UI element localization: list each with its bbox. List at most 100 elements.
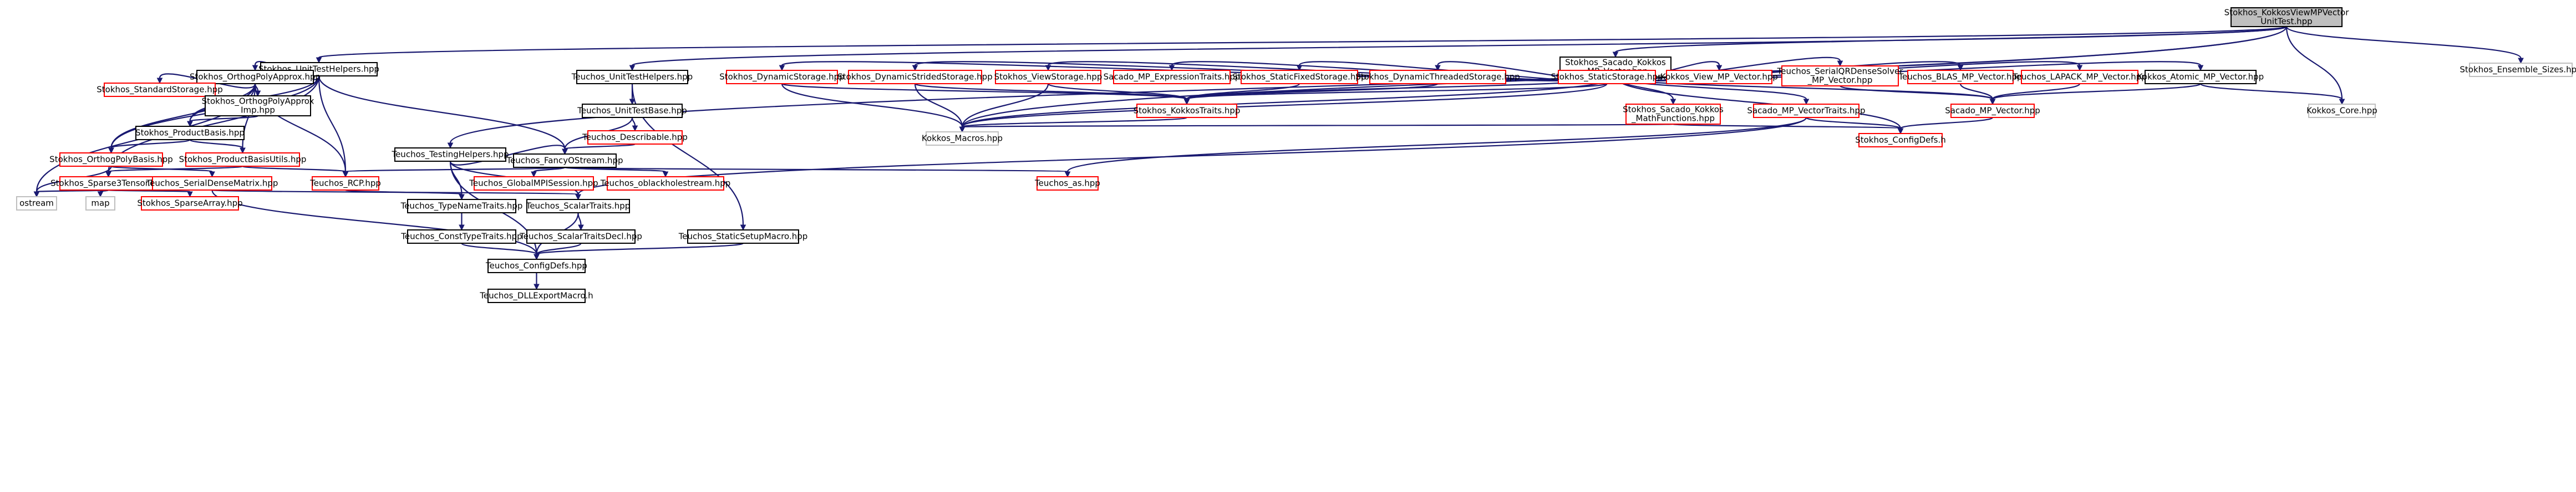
node-label: ostream	[19, 198, 54, 208]
node-box	[152, 176, 272, 191]
node-box	[407, 199, 516, 213]
node-testing_helpers[interactable]: Teuchos_TestingHelpers.hpp	[391, 147, 509, 162]
edge-arrowhead	[1296, 65, 1303, 71]
node-product_basis_utils[interactable]: Stokhos_ProductBasisUtils.hpp	[179, 152, 307, 167]
node-mp_expr[interactable]: Sacado_MP_ExpressionTraits.hpp	[1104, 70, 1241, 84]
node-teuchos_configdefs[interactable]: Teuchos_ConfigDefs.hpp	[485, 259, 587, 273]
node-label: Teuchos_Describable.hpp	[582, 132, 688, 143]
node-sparse_array[interactable]: Stokhos_SparseArray.hpp	[137, 196, 243, 211]
node-label: Imp.hpp	[241, 105, 275, 115]
edge-orthog_approx_imp-to-product_basis	[187, 115, 259, 127]
edge-line	[914, 83, 963, 127]
node-label: Teuchos_DLLExportMacro.h	[479, 291, 593, 301]
node-box	[312, 176, 379, 191]
edge-arrowhead	[1716, 65, 1723, 71]
node-serial_qr[interactable]: Teuchos_SerialQRDenseSolver_MP_Vector.hp…	[1777, 65, 1904, 86]
edge-root-to-sacado_kokkos_mp	[1612, 25, 2288, 58]
node-box	[1781, 65, 1899, 86]
node-dyn_storage[interactable]: Stokhos_DynamicStorage.hpp	[719, 70, 845, 84]
node-box	[582, 104, 683, 118]
node-box	[687, 229, 799, 244]
node-kokkos_traits[interactable]: Stokhos_KokkosTraits.hpp	[1134, 104, 1241, 118]
node-kokkos_view_mp[interactable]: Kokkos_View_MP_Vector.hpp	[1660, 70, 1778, 84]
node-blas_mp[interactable]: Teuchos_BLAS_MP_Vector.hpp	[1898, 70, 2023, 84]
node-box	[2308, 104, 2376, 118]
node-box	[1625, 104, 1721, 125]
node-serial_dense[interactable]: Teuchos_SerialDenseMatrix.hpp	[146, 176, 278, 191]
node-view_storage[interactable]: Stokhos_ViewStorage.hpp	[994, 70, 1102, 84]
node-fancy_ostream[interactable]: Teuchos_FancyOStream.hpp	[506, 153, 623, 168]
node-kokkos_macros[interactable]: Kokkos_Macros.hpp	[922, 131, 1003, 146]
edge-atomic_mp-to-sacado_mp_vector	[1989, 83, 2202, 105]
node-label: Teuchos_UnitTestBase.hpp	[577, 106, 687, 116]
edge-arrowhead	[1064, 171, 1071, 178]
edge-arrowhead	[1897, 128, 1904, 135]
node-stokhos_configdefs[interactable]: Stokhos_ConfigDefs.h	[1855, 133, 1946, 147]
node-oblackhole[interactable]: Teuchos_oblackholestream.hpp	[600, 176, 731, 191]
edge-arrowhead	[779, 65, 785, 71]
node-lapack_mp[interactable]: Teuchos_LAPACK_MP_Vector.hpp	[2012, 70, 2147, 84]
node-box	[104, 83, 216, 97]
node-box	[185, 152, 300, 167]
node-ostream[interactable]: ostream	[16, 196, 57, 211]
node-label: Stokhos_KokkosViewMPVector	[2224, 8, 2350, 18]
edge-arrowhead	[459, 194, 465, 201]
node-teuchos_uth[interactable]: Teuchos_UnitTestHelpers.hpp	[571, 70, 693, 84]
edge-product_basis-to-product_basis_utils	[189, 139, 246, 154]
node-typename_traits[interactable]: Teuchos_TypeNameTraits.hpp	[400, 199, 523, 213]
edge-arrowhead	[575, 194, 581, 201]
node-dyn_threaded[interactable]: Stokhos_DynamicThreadedStorage.hpp	[1355, 70, 1520, 84]
node-label: Stokhos_KokkosTraits.hpp	[1134, 106, 1241, 116]
edge-line	[344, 189, 463, 196]
edge-arrowhead	[105, 171, 111, 178]
node-kokkos_core[interactable]: Kokkos_Core.hpp	[2306, 104, 2377, 118]
node-static_setup[interactable]: Teuchos_StaticSetupMacro.hpp	[678, 229, 808, 244]
node-sparse3[interactable]: Stokhos_Sparse3Tensor.hpp	[50, 176, 166, 191]
node-label: Teuchos_SerialDenseMatrix.hpp	[146, 178, 278, 189]
node-label: Stokhos_DynamicStorage.hpp	[719, 72, 844, 83]
edge-arrowhead	[1612, 52, 1619, 58]
edge-line	[961, 83, 1608, 127]
node-describable[interactable]: Teuchos_Describable.hpp	[582, 130, 688, 145]
node-static_fixed[interactable]: Stokhos_StaticFixedStorage.hpp	[1232, 70, 1366, 84]
node-scalar_traits[interactable]: Teuchos_ScalarTraits.hpp	[526, 199, 631, 213]
node-sacado_mp_vector[interactable]: Sacado_MP_Vector.hpp	[1945, 104, 2040, 118]
node-label: Sacado_MP_VectorTraits.hpp	[1747, 106, 1865, 116]
node-scalar_traits_decl[interactable]: Teuchos_ScalarTraitsDecl.hpp	[519, 229, 642, 244]
node-static_storage[interactable]: Stokhos_StaticStorage.hpp	[1551, 70, 1663, 84]
node-label: Stokhos_OrthogPolyApprox	[202, 96, 314, 107]
node-label: Sacado_MP_ExpressionTraits.hpp	[1104, 72, 1241, 83]
node-const_type_traits[interactable]: Teuchos_ConstTypeTraits.hpp	[400, 229, 522, 244]
node-box	[1037, 176, 1099, 191]
node-label: Stokhos_Sacado_Kokkos	[1623, 105, 1724, 115]
node-global_mpi[interactable]: Teuchos_GlobalMPISession.hpp	[469, 176, 598, 191]
node-unit_test_base[interactable]: Teuchos_UnitTestBase.hpp	[577, 104, 687, 118]
node-ensemble[interactable]: Stokhos_Ensemble_Sizes.hpp	[2460, 63, 2576, 77]
node-label: Teuchos_BLAS_MP_Vector.hpp	[1898, 72, 2022, 83]
node-label: Stokhos_StaticStorage.hpp	[1551, 72, 1663, 83]
edge-arrowhead	[531, 171, 537, 178]
node-dyn_strided[interactable]: Stokhos_DynamicStridedStorage.hpp	[837, 70, 993, 84]
node-box	[1950, 104, 2035, 118]
node-orthog_approx[interactable]: Stokhos_OrthogPolyApprox.hpp	[190, 70, 321, 84]
node-atomic_mp[interactable]: Kokkos_Atomic_MP_Vector.hpp	[2137, 70, 2264, 84]
edge-arrowhead	[632, 125, 638, 132]
node-sacado_mp_vt[interactable]: Sacado_MP_VectorTraits.hpp	[1747, 104, 1866, 118]
edge-arrowhead	[1989, 99, 1996, 105]
node-standard_storage[interactable]: Stokhos_StandardStorage.hpp	[96, 83, 223, 97]
edge-arrowhead	[959, 126, 966, 133]
node-dll_export[interactable]: Teuchos_DLLExportMacro.h	[479, 289, 593, 303]
node-rcp[interactable]: Teuchos_RCP.hpp	[309, 176, 381, 191]
node-box	[587, 130, 683, 145]
node-map[interactable]: map	[85, 196, 115, 211]
node-box	[2230, 7, 2343, 27]
node-orthog_basis[interactable]: Stokhos_OrthogPolyBasis.hpp	[49, 152, 173, 167]
node-as_hpp[interactable]: Teuchos_as.hpp	[1034, 176, 1100, 191]
node-product_basis[interactable]: Stokhos_ProductBasis.hpp	[135, 126, 245, 140]
node-math_functions[interactable]: Stokhos_Sacado_Kokkos_MathFunctions.hpp	[1623, 104, 1724, 125]
edge-line	[108, 165, 243, 173]
node-box	[526, 229, 636, 244]
